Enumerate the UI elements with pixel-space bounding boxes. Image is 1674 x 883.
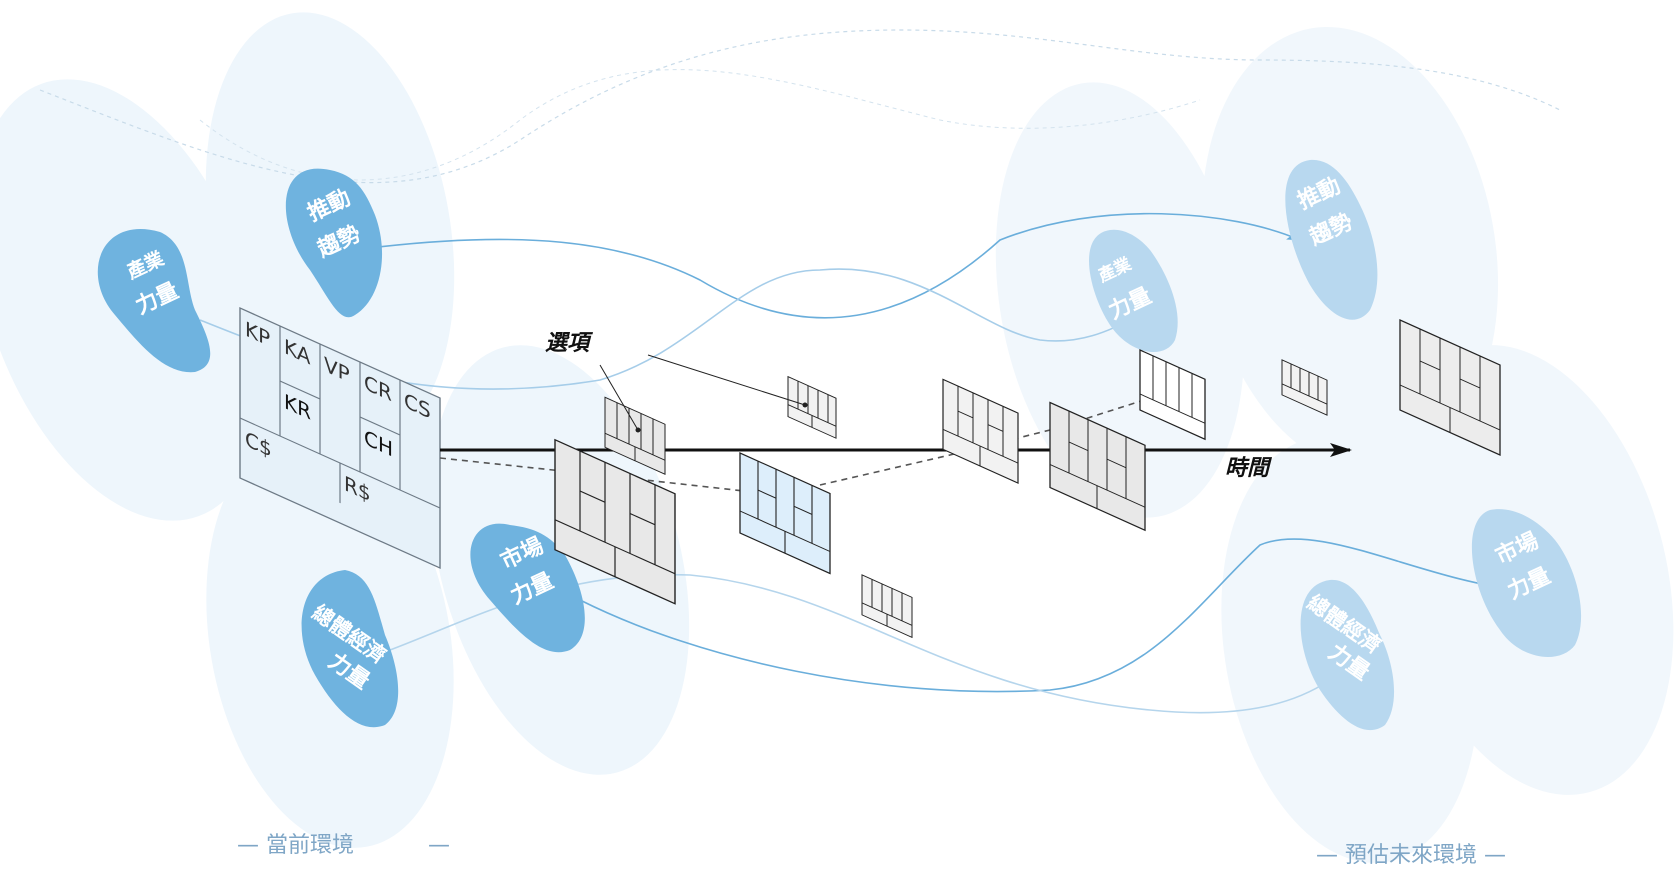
force-industry-current: 產業 力量 <box>97 229 211 373</box>
option-path-dashed-2 <box>819 394 1161 486</box>
force-trends-future: 推動 趨勢 <box>1285 159 1378 320</box>
options-callout-line-2 <box>647 354 806 406</box>
force-blob <box>1471 509 1582 657</box>
force-market-current: 市場 力量 <box>470 523 585 653</box>
force-blob <box>301 570 399 728</box>
trends-flow-curve <box>369 212 1301 319</box>
option-card-upper <box>1139 349 1206 441</box>
market-flow-curve <box>579 538 1521 693</box>
option-card-future-large <box>1399 319 1501 456</box>
dashed-outline-mid <box>199 69 1201 181</box>
option-card-blue <box>739 452 831 575</box>
force-blob <box>285 168 383 318</box>
option-card-small-1 <box>604 396 666 475</box>
options-callout-dot-2 <box>802 402 808 408</box>
force-macro-future: 總體經濟 力量 <box>1300 579 1395 731</box>
option-card-small-3 <box>861 574 913 639</box>
current-environment-dash: — <box>428 833 450 858</box>
force-trends-current: 推動 趨勢 <box>285 168 383 318</box>
force-market-future: 市場 力量 <box>1471 509 1582 657</box>
force-blob <box>1089 229 1178 352</box>
options-callout-label: 選項 <box>545 331 594 356</box>
options-callout-line-1 <box>599 364 639 431</box>
option-card-large-2 <box>1049 401 1146 532</box>
option-card-small-2 <box>787 375 837 439</box>
option-card-large-1 <box>554 438 676 605</box>
force-industry-future: 產業 力量 <box>1089 229 1178 352</box>
current-environment-label: — 當前環境 <box>237 833 354 858</box>
option-card-mid <box>942 378 1019 484</box>
force-blob <box>1300 579 1395 731</box>
time-axis-label: 時間 <box>1225 456 1273 481</box>
force-blob <box>1285 159 1378 320</box>
option-card-tiny-right <box>1281 359 1328 416</box>
force-macro-current: 總體經濟 力量 <box>301 570 399 728</box>
force-blob <box>97 229 211 373</box>
future-environment-label: — 預估未來環境 — <box>1316 843 1506 868</box>
business-model-canvas: KP KA KR VP CR CH CS C$ R$ <box>239 306 441 570</box>
options-callout-dot-1 <box>635 427 641 433</box>
force-blob <box>470 523 585 653</box>
